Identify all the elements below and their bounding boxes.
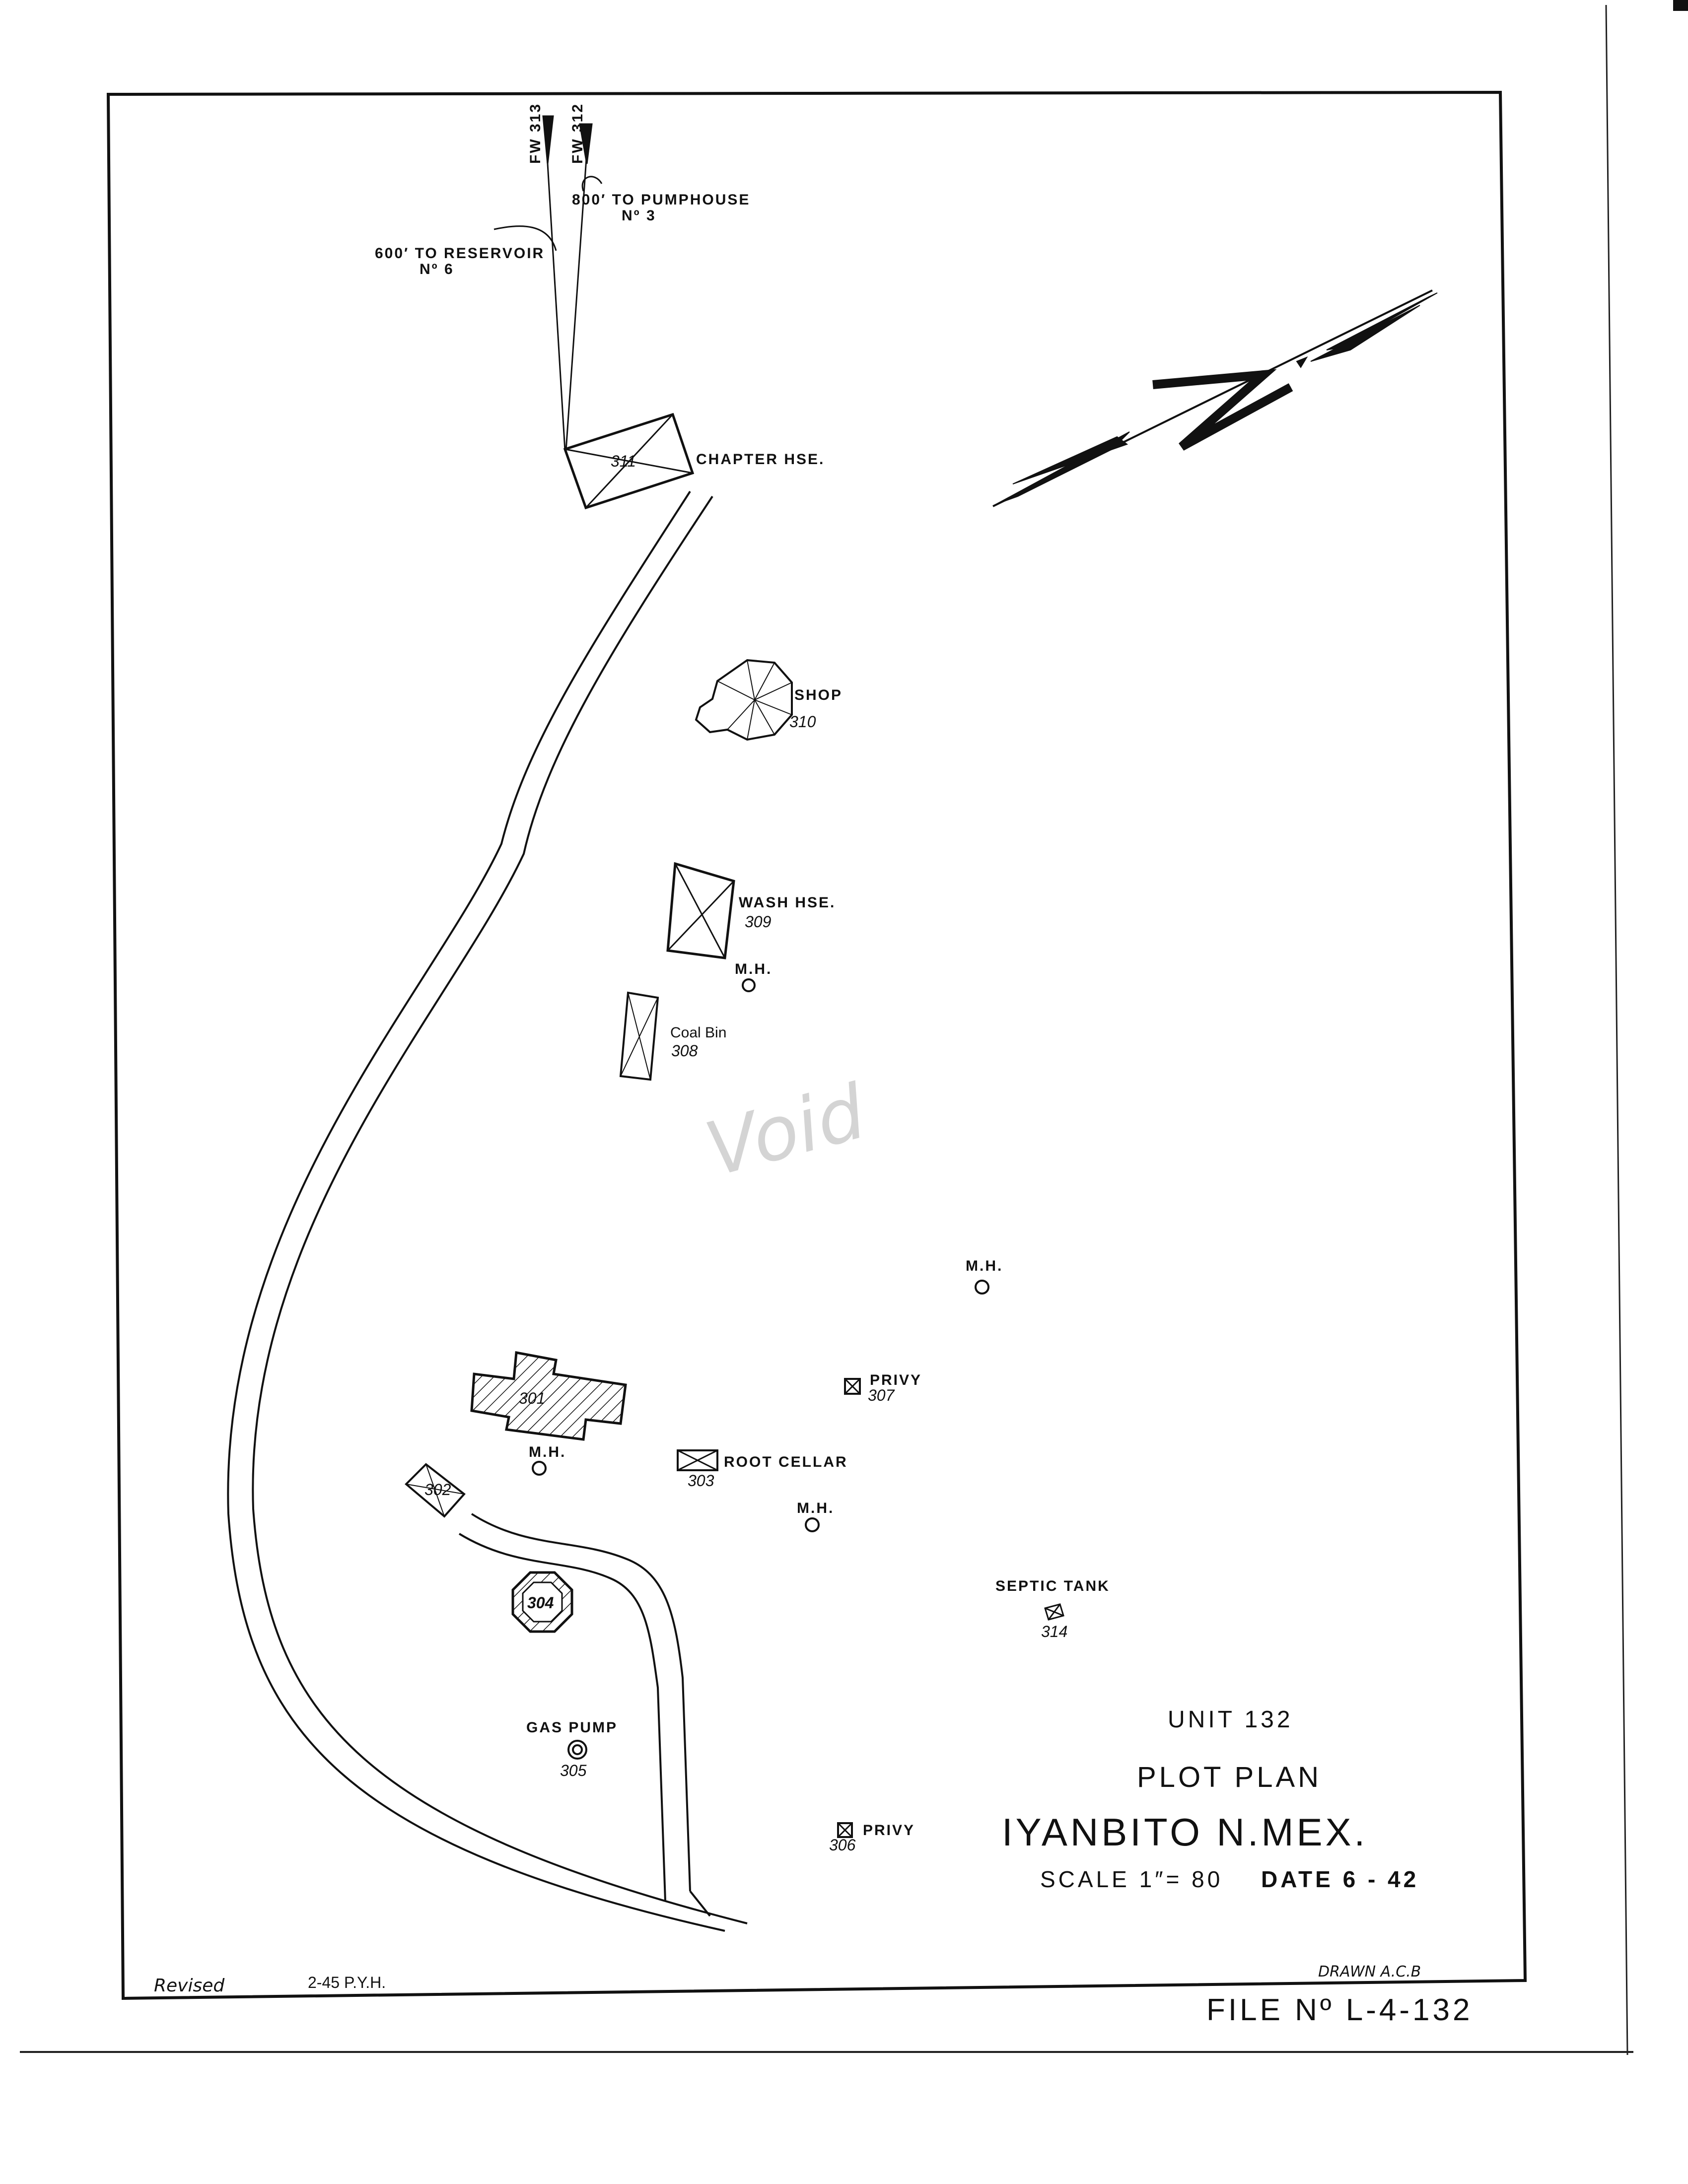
chapter-house-311[interactable]: 311 <box>563 412 695 510</box>
water-lines <box>493 115 603 451</box>
building-301[interactable]: 301 <box>470 1351 627 1441</box>
manhole-label-4: M.H. <box>797 1500 834 1516</box>
spur-road <box>458 1513 711 1917</box>
shop-310[interactable] <box>695 659 793 741</box>
root-cellar-label: ROOT CELLAR <box>724 1454 848 1470</box>
reservoir-label: 600′ TO RESERVOIR <box>375 245 545 262</box>
building-304[interactable]: 304 <box>511 1571 573 1633</box>
chapter-house-label: CHAPTER HSE. <box>696 451 825 468</box>
privy-307[interactable] <box>844 1378 861 1395</box>
date-text: DATE 6 - 42 <box>1261 1866 1419 1892</box>
privy-306-label: PRIVY <box>863 1822 915 1839</box>
privy-306-number: 306 <box>829 1836 856 1854</box>
title-block: UNIT 132 PLOT PLAN IYANBITO N.MEX. SCALE… <box>154 1706 1473 2027</box>
privy-306[interactable] <box>837 1822 853 1838</box>
gas-pump-number: 305 <box>560 1762 587 1779</box>
building-302[interactable]: 302 <box>405 1463 466 1518</box>
plan-type-title: PLOT PLAN <box>1137 1761 1322 1793</box>
wash-house-number: 309 <box>745 913 772 931</box>
septic-tank-314[interactable] <box>1044 1603 1064 1621</box>
privy-307-label: PRIVY <box>870 1372 922 1388</box>
unit-title: UNIT 132 <box>1168 1706 1293 1733</box>
location-title: IYANBITO N.MEX. <box>1002 1810 1368 1854</box>
manhole-2[interactable] <box>975 1280 989 1295</box>
building-302-number: 302 <box>424 1481 451 1499</box>
scale-text: SCALE 1″= 80 <box>1040 1866 1223 1892</box>
north-arrow <box>992 289 1438 507</box>
manhole-3[interactable] <box>532 1461 547 1476</box>
void-pencil-mark: Void <box>697 1069 874 1194</box>
wash-house-309[interactable] <box>666 862 735 959</box>
chapter-house-number: 311 <box>611 452 636 470</box>
gas-pump-305[interactable] <box>567 1740 587 1760</box>
pumphouse-label: 800′ TO PUMPHOUSE <box>572 192 750 208</box>
drawing-border <box>106 90 1527 2000</box>
file-number: FILE Nº L-4-132 <box>1206 1993 1473 2027</box>
septic-tank-label: SEPTIC TANK <box>995 1578 1110 1594</box>
revised-info: 2-45 P.Y.H. <box>308 1974 386 1991</box>
coal-bin-308[interactable] <box>619 991 659 1081</box>
shop-number: 310 <box>789 713 816 731</box>
manhole-label-3: M.H. <box>529 1444 566 1460</box>
sheet-edges <box>20 0 1688 2055</box>
building-304-number: 304 <box>527 1594 554 1612</box>
building-301-number: 301 <box>519 1389 545 1407</box>
main-road <box>227 490 748 1932</box>
reservoir-number: Nº 6 <box>420 261 454 277</box>
fw312-label: FW 312 <box>569 103 586 164</box>
wash-house-label: WASH HSE. <box>739 894 836 911</box>
shop-label: SHOP <box>794 687 843 703</box>
manhole-label-1: M.H. <box>735 961 772 977</box>
manhole-4[interactable] <box>805 1517 820 1532</box>
revised-label: Revised <box>154 1976 225 1996</box>
root-cellar-number: 303 <box>688 1472 714 1490</box>
coal-bin-number: 308 <box>671 1042 698 1060</box>
gas-pump-label: GAS PUMP <box>526 1719 618 1736</box>
water-line-labels: FW 313 FW 312 800′ TO PUMPHOUSE Nº 3 600… <box>375 103 750 277</box>
privy-307-number: 307 <box>868 1386 895 1404</box>
drawn-by: DRAWN A.C.B <box>1318 1963 1421 1980</box>
septic-tank-number: 314 <box>1041 1623 1067 1640</box>
coal-bin-label: Coal Bin <box>670 1024 726 1041</box>
fw313-label: FW 313 <box>527 103 544 164</box>
manhole-label-2: M.H. <box>966 1258 1003 1274</box>
manhole-1[interactable] <box>742 978 756 992</box>
pumphouse-number: Nº 3 <box>622 207 656 224</box>
root-cellar-303[interactable] <box>677 1449 718 1471</box>
